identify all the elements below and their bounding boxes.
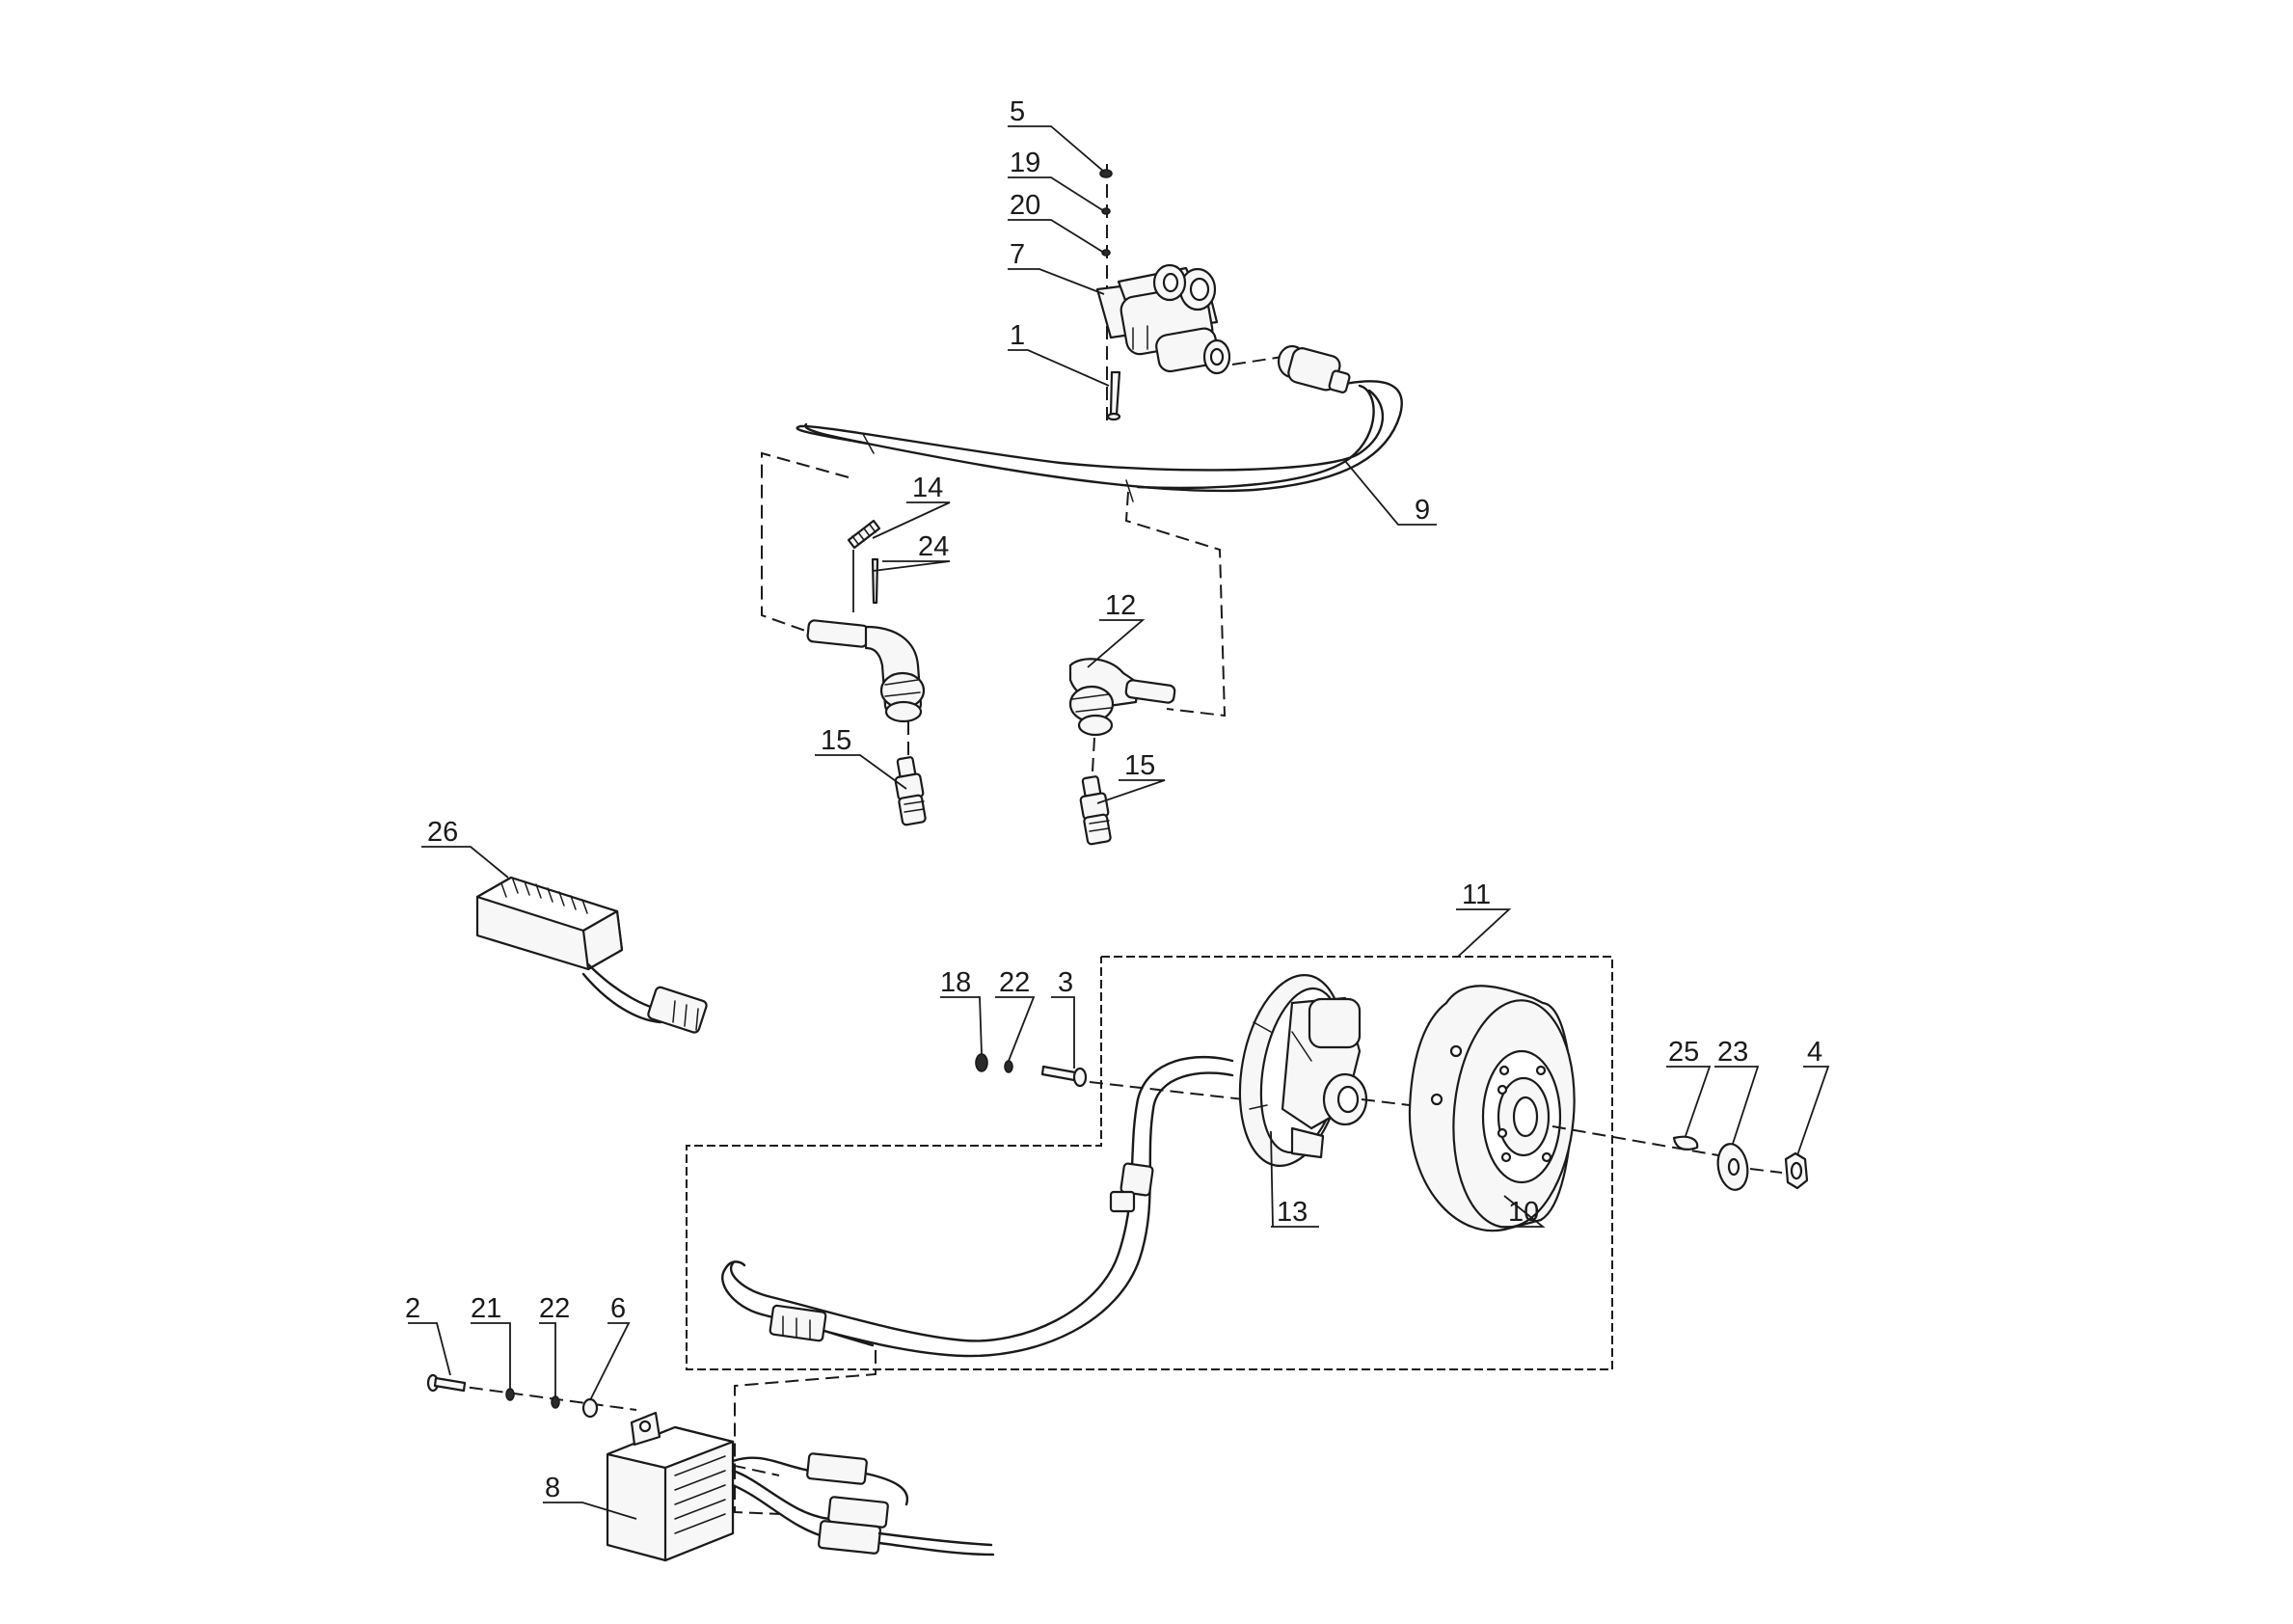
callout-labels: 5 19 20 7 1 9 14 24 12 15 15 26 11 18 22… <box>405 96 1822 1503</box>
washer-19 <box>1101 207 1111 215</box>
callout-15-left: 15 <box>821 725 851 756</box>
stator-connector <box>769 1304 875 1347</box>
callout-24: 24 <box>918 531 949 562</box>
callout-3: 3 <box>1058 967 1073 998</box>
callout-18: 18 <box>940 967 971 998</box>
spark-plug-right <box>1079 775 1112 846</box>
right-bracket-line <box>1124 491 1227 717</box>
washer-20 <box>1101 249 1111 257</box>
callout-4: 4 <box>1807 1037 1822 1068</box>
regulator-link-line <box>734 1350 877 1476</box>
ignition-coil-assembly <box>1095 164 1231 424</box>
magneto-group-box <box>686 956 1613 1370</box>
cdi-connector <box>647 986 708 1034</box>
stator <box>1238 974 1368 1167</box>
coil-to-cap-line <box>1231 356 1283 365</box>
nut-4 <box>1784 1151 1809 1190</box>
callout-leaders <box>408 125 1830 1520</box>
washer-22-bottom <box>551 1395 560 1409</box>
callout-25: 25 <box>1668 1037 1699 1068</box>
spark-plug-left <box>894 756 927 826</box>
callout-11: 11 <box>1462 880 1491 910</box>
washer-18 <box>975 1053 988 1072</box>
callout-6: 6 <box>610 1293 626 1324</box>
regulator-harness <box>731 1452 995 1556</box>
right-plug-assembly <box>1068 491 1227 846</box>
regulator-axis-line <box>448 1384 637 1411</box>
callout-26: 26 <box>427 817 458 848</box>
nut-6 <box>581 1397 599 1419</box>
left-plug-cap <box>806 619 926 723</box>
bolt-2 <box>426 1373 467 1393</box>
regulator-assembly <box>426 1373 995 1562</box>
callout-21: 21 <box>471 1293 501 1324</box>
washer-22-top <box>1004 1060 1013 1073</box>
regulator-rectifier <box>606 1411 735 1562</box>
right-plug-cap <box>1068 658 1176 737</box>
callout-22-top: 22 <box>999 967 1030 998</box>
washer-21 <box>505 1388 515 1401</box>
callout-1: 1 <box>1010 320 1025 351</box>
callout-23: 23 <box>1717 1037 1748 1068</box>
callout-8: 8 <box>545 1473 560 1503</box>
callout-12: 12 <box>1105 590 1136 621</box>
callout-22-bottom: 22 <box>539 1293 570 1324</box>
left-bracket-line <box>761 451 850 633</box>
coil-side-cap <box>1277 344 1351 393</box>
spring-14 <box>847 519 881 550</box>
screw-3 <box>1040 1065 1088 1088</box>
pin-24 <box>871 557 879 605</box>
washer-23 <box>1716 1143 1749 1191</box>
cdi-unit <box>475 876 708 1034</box>
callout-9: 9 <box>1415 495 1430 526</box>
ignition-coil <box>1095 263 1231 375</box>
flywheel <box>1408 985 1576 1232</box>
bolt-1 <box>1109 370 1121 417</box>
callout-19: 19 <box>1010 148 1040 178</box>
callout-14: 14 <box>912 473 943 503</box>
callout-10: 10 <box>1508 1197 1539 1228</box>
magneto-assembly <box>686 956 1809 1370</box>
woodruff-key-25 <box>1672 1135 1699 1150</box>
high-tension-lead <box>796 344 1403 502</box>
regulator-link-line-2 <box>734 1466 782 1515</box>
callout-13: 13 <box>1277 1197 1308 1228</box>
stator-harness <box>721 1055 1234 1358</box>
callout-2: 2 <box>405 1293 420 1324</box>
left-plug-assembly <box>761 451 927 826</box>
callout-5: 5 <box>1010 96 1025 127</box>
callout-15-right: 15 <box>1124 750 1155 781</box>
callout-20: 20 <box>1010 190 1040 221</box>
callout-7: 7 <box>1010 239 1025 270</box>
